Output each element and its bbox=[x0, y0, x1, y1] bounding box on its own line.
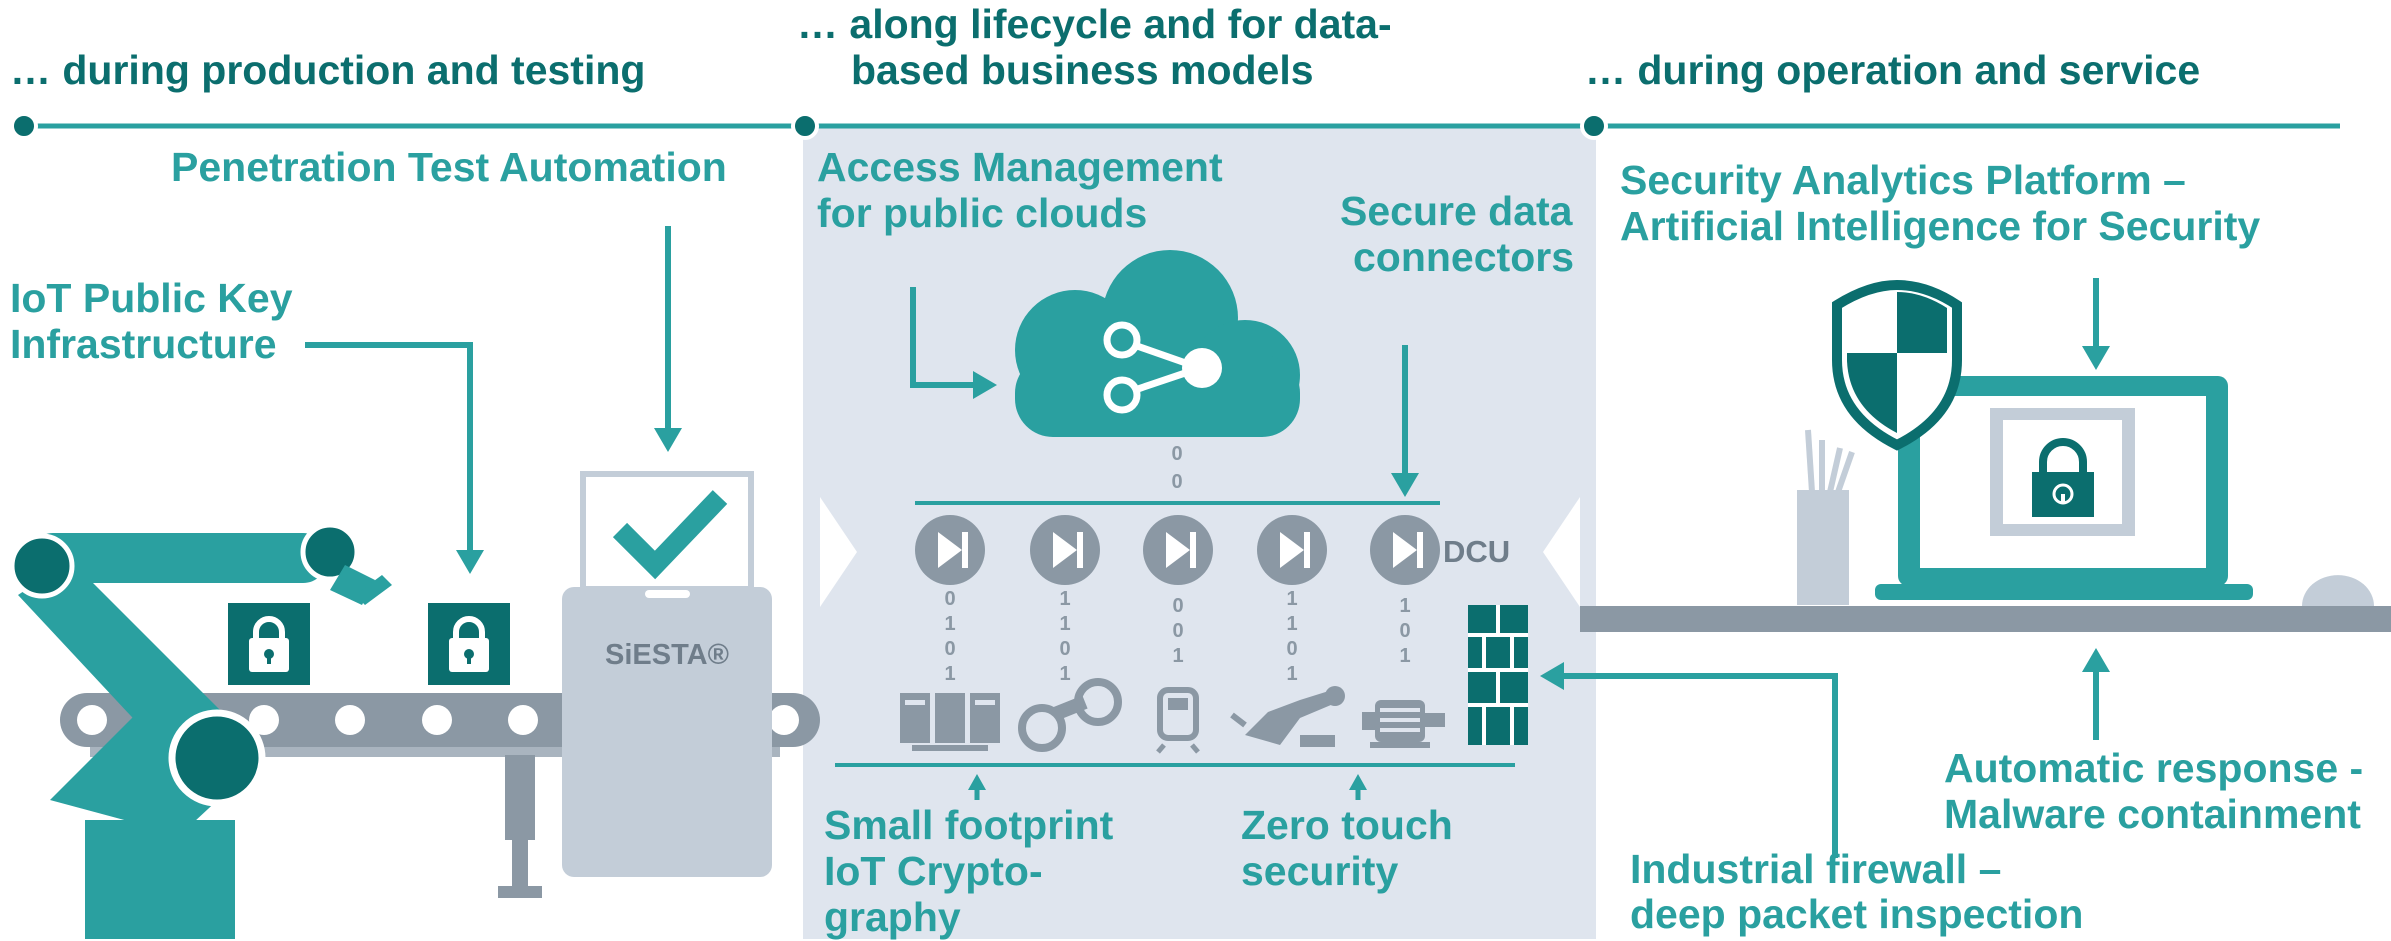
dcu-label: DCU bbox=[1443, 534, 1510, 569]
bit: 1 bbox=[1059, 613, 1070, 635]
label-analytics-line2: Artificial Intelligence for Security bbox=[1620, 203, 2261, 249]
pentest-arrow bbox=[654, 226, 682, 452]
section-lifecycle-line1: … along lifecycle and for data- bbox=[797, 1, 1392, 47]
pen-holder-icon bbox=[1797, 429, 1855, 605]
label-response-line1: Automatic response - bbox=[1944, 745, 2364, 791]
industrial-robot-icon bbox=[1230, 686, 1345, 747]
padlock-icon bbox=[228, 603, 310, 685]
access-arrow bbox=[910, 287, 997, 399]
siesta-device: SiESTA® bbox=[562, 471, 772, 877]
padlock-icon bbox=[428, 603, 510, 685]
timeline-dot-operation bbox=[1580, 112, 1608, 140]
label-pentest: Penetration Test Automation bbox=[171, 144, 727, 190]
timeline-dot-production bbox=[10, 112, 38, 140]
analytics-arrow bbox=[2082, 278, 2110, 370]
bit: 0 bbox=[944, 588, 955, 610]
bit: 1 bbox=[1286, 588, 1297, 610]
bit: 1 bbox=[1059, 663, 1070, 685]
bit: 0 bbox=[1286, 638, 1297, 660]
bit: 1 bbox=[1059, 588, 1070, 610]
pki-arrow bbox=[305, 342, 484, 574]
section-operation: … during operation and service bbox=[1585, 47, 2201, 93]
label-connectors-line2: connectors bbox=[1353, 234, 1574, 280]
bit: 1 bbox=[944, 663, 955, 685]
cloud-share-icon bbox=[1015, 250, 1300, 437]
timeline-dot-lifecycle bbox=[791, 112, 819, 140]
label-crypto-line1: Small footprint bbox=[824, 802, 1114, 848]
play-node-icon bbox=[1370, 515, 1440, 585]
play-node-icon bbox=[1030, 515, 1100, 585]
label-crypto-line3: graphy bbox=[824, 894, 961, 940]
laptop-icon bbox=[1875, 376, 2253, 600]
label-crypto-line2: IoT Crypto- bbox=[824, 848, 1043, 894]
train-icon bbox=[1156, 687, 1200, 754]
cloud-bit: 0 bbox=[1171, 443, 1182, 465]
bit: 1 bbox=[1399, 645, 1410, 667]
panel-right-notch bbox=[1543, 497, 1580, 607]
play-node-icon bbox=[915, 515, 985, 585]
firewall-arrow bbox=[1540, 662, 1838, 858]
cloud-bit: 0 bbox=[1171, 471, 1182, 493]
zerotouch-arrow bbox=[1349, 774, 1367, 800]
response-arrow bbox=[2082, 648, 2110, 740]
bit: 0 bbox=[1172, 595, 1183, 617]
robot-arm-icon bbox=[9, 522, 392, 939]
bit: 0 bbox=[1059, 638, 1070, 660]
section-lifecycle-line2: based business models bbox=[851, 47, 1314, 93]
shield-icon bbox=[1832, 279, 1962, 451]
firewall-brick-icon bbox=[1468, 605, 1528, 745]
crypto-arrow bbox=[968, 774, 986, 800]
motor-icon bbox=[1362, 700, 1445, 748]
label-pki-line2: Infrastructure bbox=[10, 321, 277, 367]
label-access-line1: Access Management bbox=[817, 144, 1223, 190]
label-pki-line1: IoT Public Key bbox=[10, 275, 293, 321]
label-analytics-line1: Security Analytics Platform – bbox=[1620, 157, 2186, 203]
play-node-icon bbox=[1257, 515, 1327, 585]
label-response-line2: Malware containment bbox=[1944, 791, 2361, 837]
server-rack-icon bbox=[900, 693, 1000, 751]
label-zerotouch-line2: security bbox=[1241, 848, 1399, 894]
mouse-icon bbox=[2302, 575, 2374, 606]
panel-left-notch bbox=[820, 497, 857, 607]
bit: 1 bbox=[1172, 645, 1183, 667]
siesta-label: SiESTA® bbox=[605, 639, 729, 671]
bit: 1 bbox=[1286, 613, 1297, 635]
bit: 0 bbox=[1172, 620, 1183, 642]
label-access-line2: for public clouds bbox=[817, 190, 1148, 236]
connectors-arrow bbox=[1391, 345, 1419, 497]
bit: 0 bbox=[944, 638, 955, 660]
bit: 1 bbox=[944, 613, 955, 635]
bit: 1 bbox=[1399, 595, 1410, 617]
play-node-icon bbox=[1143, 515, 1213, 585]
bit: 1 bbox=[1286, 663, 1297, 685]
label-firewall-line2: deep packet inspection bbox=[1630, 891, 2084, 937]
bit: 0 bbox=[1399, 620, 1410, 642]
checkmark-icon bbox=[612, 490, 728, 580]
label-zerotouch-line1: Zero touch bbox=[1241, 802, 1453, 848]
section-production: … during production and testing bbox=[10, 47, 646, 93]
shelf bbox=[1580, 606, 2391, 632]
turbine-icon bbox=[1018, 678, 1122, 752]
label-firewall-line1: Industrial firewall – bbox=[1630, 846, 2002, 892]
label-connectors-line1: Secure data bbox=[1340, 188, 1573, 234]
